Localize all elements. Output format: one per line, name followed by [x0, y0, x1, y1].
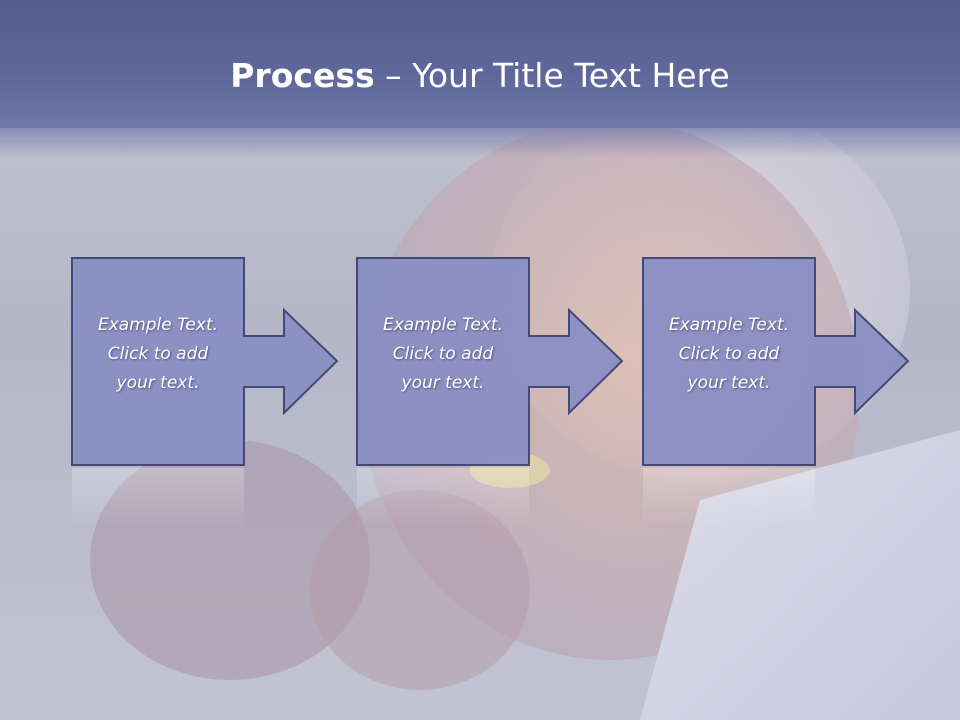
step-1-line-3: your text. [116, 373, 200, 393]
step-1-line-1: Example Text. [97, 315, 219, 335]
step-2-line-1: Example Text. [382, 315, 504, 335]
slide-title[interactable]: Process – Your Title Text Here [0, 54, 960, 98]
step-2-reflection [357, 468, 529, 528]
step-3-line-2: Click to add [678, 344, 780, 364]
process-step-1-shape[interactable] [71, 257, 339, 528]
step-2-line-3: your text. [401, 373, 485, 393]
step-1-reflection [72, 468, 244, 528]
title-bold-part: Process [230, 56, 375, 95]
step-1-line-2: Click to add [107, 344, 209, 364]
step-3-line-3: your text. [687, 373, 771, 393]
process-step-1-text[interactable]: Example Text. Click to add your text. [72, 311, 244, 398]
step-3-line-1: Example Text. [668, 315, 790, 335]
step-3-reflection [643, 468, 815, 528]
process-step-3-text[interactable]: Example Text. Click to add your text. [643, 311, 815, 398]
process-step-3-shape[interactable] [642, 257, 910, 528]
title-bar-fade [0, 118, 960, 158]
process-step-2-shape[interactable] [356, 257, 624, 528]
title-rest-part: – Your Title Text Here [374, 56, 730, 95]
step-2-line-2: Click to add [392, 344, 494, 364]
title-bar [0, 0, 960, 128]
process-step-2-text[interactable]: Example Text. Click to add your text. [357, 311, 529, 398]
